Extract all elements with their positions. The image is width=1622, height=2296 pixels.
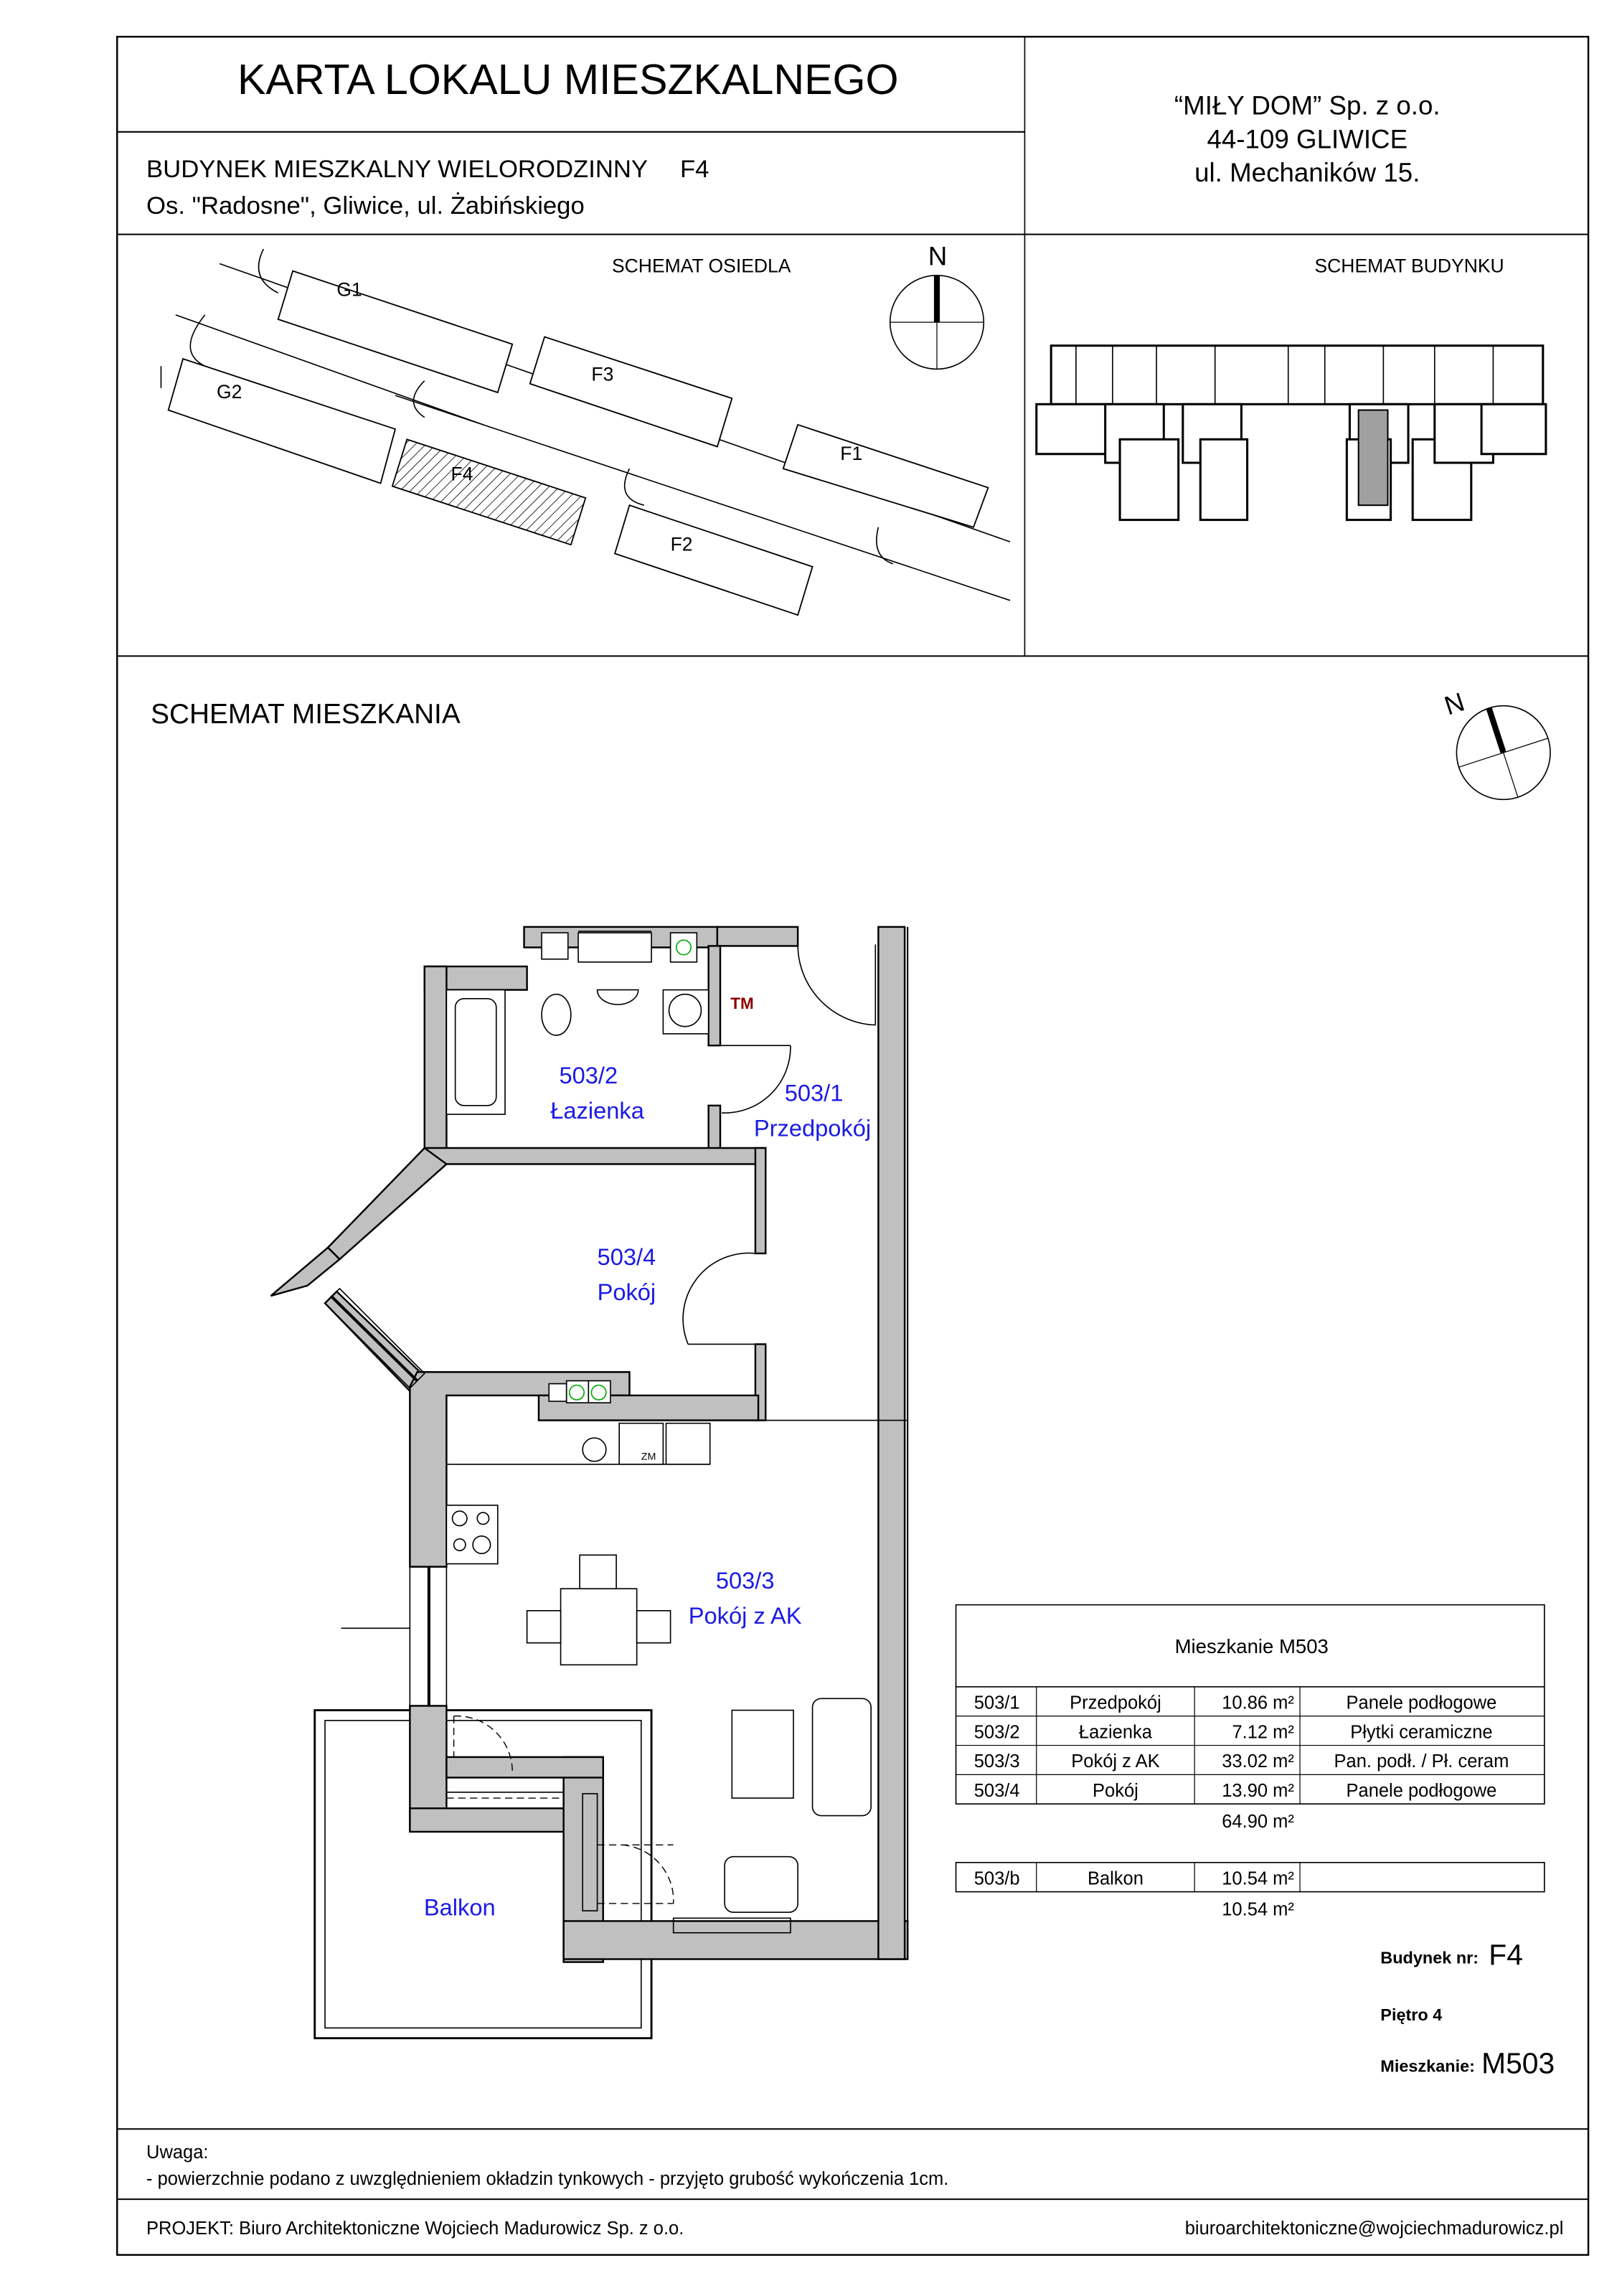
address: Os. "Radosne", Gliwice, ul. Żabińskiego: [146, 192, 585, 220]
building-label-f2: F2: [671, 533, 693, 555]
floor-label: Piętro 4: [1380, 2005, 1442, 2024]
cell-floor: Płytki ceramiczne: [1350, 1722, 1492, 1742]
site-schema: SCHEMAT OSIEDLA N G1 G2 F3 F1: [160, 242, 1011, 616]
area-table: Mieszkanie M503 503/1 Przedpokój 10.86 m…: [955, 1604, 1545, 1919]
dining-table-icon: [560, 1588, 638, 1666]
company-name: “MIŁY DOM” Sp. z o.o.: [1174, 90, 1441, 120]
table-title: Mieszkanie M503: [1175, 1635, 1329, 1657]
building-schema: SCHEMAT BUDYNKU: [1035, 255, 1547, 522]
room-number-bathroom: 503/2: [559, 1062, 618, 1088]
zm-symbol: ZM: [641, 1452, 656, 1463]
armchair-icon: [724, 1855, 798, 1914]
washing-machine-icon: [668, 993, 702, 1027]
tm-symbol: TM: [730, 994, 753, 1012]
table-total: 64.90 m²: [1222, 1812, 1294, 1832]
notes-text: - powierzchnie podano z uwzględnieniem o…: [146, 2169, 948, 2189]
cell-name: Balkon: [1088, 1868, 1144, 1888]
cell-floor: Panele podłogowe: [1347, 1693, 1497, 1713]
site-schema-title: SCHEMAT OSIEDLA: [612, 255, 791, 277]
cell-id: 503/2: [974, 1722, 1020, 1742]
project-credit: PROJEKT: Biuro Architektoniczne Wojciech…: [146, 2219, 684, 2239]
building-label-g2: G2: [217, 381, 242, 403]
contact-email[interactable]: biuroarchitektoniczne@wojciechmadurowicz…: [1185, 2219, 1564, 2239]
table-row: 503/2 Łazienka 7.12 m² Płytki ceramiczne: [974, 1722, 1493, 1742]
cell-area: 10.86 m²: [1222, 1693, 1294, 1713]
building-label-f3: F3: [591, 364, 613, 385]
sink-icon: [596, 989, 639, 1005]
compass-icon: N: [1441, 687, 1551, 801]
room-number-hall: 503/1: [785, 1080, 844, 1106]
table-row-balcony: 503/b Balkon 10.54 m²: [974, 1868, 1294, 1888]
cell-floor: Pan. podł. / Pł. ceram: [1334, 1751, 1509, 1772]
building-schema-title: SCHEMAT BUDYNKU: [1314, 255, 1504, 277]
table-row: 503/4 Pokój 13.90 m² Panele podłogowe: [974, 1781, 1497, 1801]
table-row: 503/3 Pokój z AK 33.02 m² Pan. podł. / P…: [974, 1751, 1509, 1772]
building-number-label: Budynek nr:: [1380, 1949, 1479, 1967]
cell-name: Przedpokój: [1070, 1693, 1161, 1713]
cell-id: 503/4: [974, 1781, 1020, 1801]
cell-name: Pokój z AK: [1071, 1751, 1159, 1772]
building-number-value: F4: [1489, 1939, 1523, 1972]
cell-area: 7.12 m²: [1232, 1722, 1293, 1742]
building-label-f4: F4: [451, 463, 473, 484]
cell-area: 10.54 m²: [1222, 1868, 1294, 1888]
cell-id: 503/b: [974, 1868, 1020, 1888]
north-label: N: [1441, 687, 1468, 720]
room-name-hall: Przedpokój: [754, 1115, 871, 1142]
balcony-total: 10.54 m²: [1222, 1899, 1294, 1919]
compass-icon: N: [889, 242, 985, 370]
north-label: N: [928, 242, 948, 271]
cell-id: 503/3: [974, 1751, 1020, 1772]
company-street: ul. Mechaników 15.: [1194, 158, 1420, 187]
room-name-room: Pokój: [598, 1279, 656, 1305]
cell-area: 33.02 m²: [1222, 1751, 1294, 1772]
cell-name: Łazienka: [1079, 1722, 1153, 1742]
cell-name: Pokój: [1093, 1781, 1138, 1801]
balcony-label: Balkon: [424, 1893, 496, 1920]
apartment-schema-title: SCHEMAT MIESZKANIA: [151, 699, 461, 730]
frame: [116, 35, 1590, 2256]
building-label-f1: F1: [840, 443, 862, 464]
room-number-living: 503/3: [716, 1567, 775, 1594]
cell-floor: Panele podłogowe: [1347, 1781, 1497, 1801]
notes-title: Uwaga:: [146, 2142, 208, 2163]
page-title: KARTA LOKALU MIESZKALNEGO: [237, 55, 899, 103]
building-label-g1: G1: [336, 278, 362, 300]
floor-plan: 503/2 Łazienka 503/1 Przedpokój 503/4 Po…: [270, 926, 909, 2040]
apartment-label: Mieszkanie:: [1380, 2057, 1475, 2076]
sofa-icon: [811, 1698, 872, 1817]
cell-area: 13.90 m²: [1222, 1781, 1294, 1801]
room-name-bathroom: Łazienka: [550, 1097, 644, 1124]
cell-id: 503/1: [974, 1693, 1020, 1713]
coffee-table-icon: [731, 1709, 794, 1799]
company-city: 44-109 GLIWICE: [1207, 124, 1408, 154]
apartment-value: M503: [1481, 2047, 1555, 2080]
toilet-icon: [541, 993, 572, 1036]
room-number-room: 503/4: [598, 1243, 656, 1270]
room-name-living: Pokój z AK: [689, 1602, 802, 1629]
table-row: 503/1 Przedpokój 10.86 m² Panele podłogo…: [974, 1693, 1497, 1713]
